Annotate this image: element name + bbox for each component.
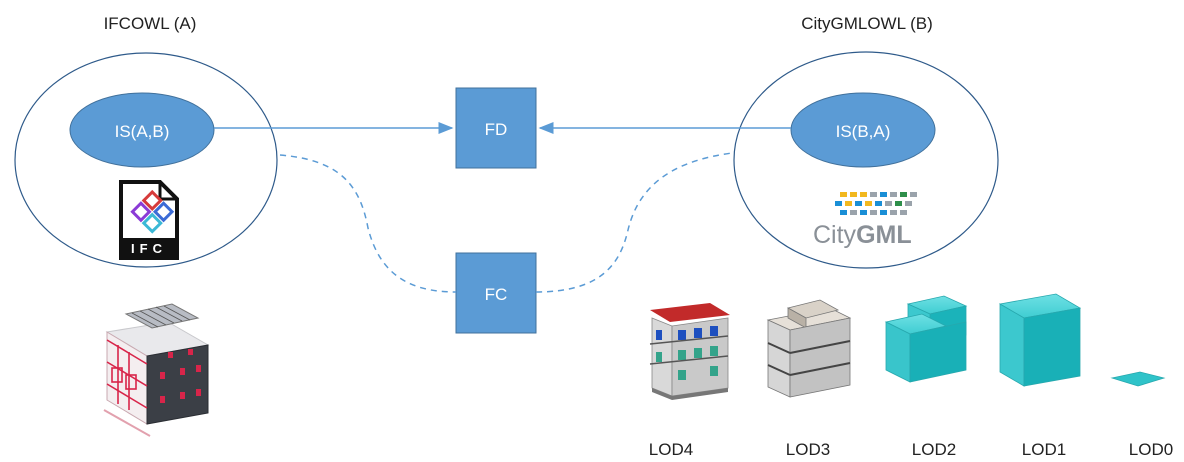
svg-text:CityGML: CityGML [813, 221, 912, 249]
fd-box [455, 87, 537, 169]
ifc-building-model-icon [103, 303, 210, 437]
ontology-a-title: IFCOWL (A) [104, 14, 197, 33]
intersection-a-node [69, 92, 215, 168]
fc-box [455, 252, 537, 334]
intersection-a-label: IS(A,B) [115, 122, 170, 141]
dashed-link-fc-to-b [535, 152, 733, 293]
fd-label: FD [485, 120, 508, 139]
lod-label-4: LOD4 [649, 440, 693, 459]
intersection-b-node [790, 92, 936, 168]
lod-label-0: LOD0 [1129, 440, 1173, 459]
intersection-b-label: IS(B,A) [836, 122, 891, 141]
lod1-model-icon [998, 293, 1082, 387]
fc-label: FC [485, 285, 508, 304]
ifc-logo-text: IFC [131, 241, 167, 256]
ontology-b-boundary [733, 51, 999, 269]
citygml-logo-icon: CityGML [813, 192, 917, 249]
lod2-model-icon [884, 295, 968, 383]
lod4-model-icon [649, 303, 730, 400]
ifc-logo-icon: IFC [119, 180, 179, 260]
citygml-logo-city: City [813, 221, 857, 249]
lod0-model-icon [1110, 371, 1166, 387]
dashed-link-a-to-fc [279, 154, 457, 293]
citygml-logo-gml: GML [856, 221, 912, 249]
ontology-b-title: CityGMLOWL (B) [801, 14, 933, 33]
lod-label-2: LOD2 [912, 440, 956, 459]
ontology-a-boundary [14, 52, 278, 268]
lod-label-3: LOD3 [786, 440, 830, 459]
lod-label-1: LOD1 [1022, 440, 1066, 459]
lod3-model-icon [766, 299, 852, 398]
